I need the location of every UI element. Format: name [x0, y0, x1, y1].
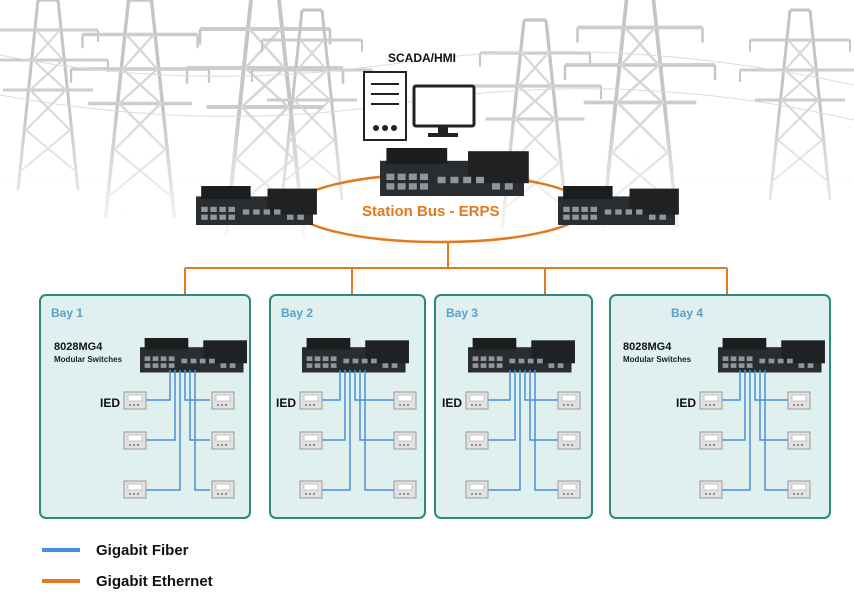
scada-hmi-label: SCADA/HMI	[388, 51, 456, 65]
bay-1-model-sub: Modular Switches	[54, 355, 123, 364]
fiber-links-bay-3	[488, 370, 558, 491]
server-icon	[363, 71, 407, 141]
bay-4-model-sub: Modular Switches	[623, 355, 692, 364]
bay-1-model: 8028MG4	[54, 341, 103, 353]
fiber-links-bay-2	[322, 370, 394, 491]
bay-3-ied-label: IED	[442, 396, 463, 410]
legend-ethernet-label: Gigabit Ethernet	[96, 573, 213, 590]
bay-4-title: Bay 4	[671, 306, 704, 320]
bay-1-ied-label: IED	[100, 396, 121, 410]
legend-fiber-label: Gigabit Fiber	[96, 542, 189, 559]
bay-3-title: Bay 3	[446, 306, 479, 320]
fiber-links-bay-1	[146, 370, 210, 491]
station-bus-label: Station Bus - ERPS	[362, 203, 500, 220]
bay-2-ied-label: IED	[276, 396, 297, 410]
bay-2-title: Bay 2	[281, 306, 314, 320]
fiber-links-bay-4	[722, 370, 788, 491]
bay-4-ied-label: IED	[676, 396, 697, 410]
ied-device-icon	[123, 391, 811, 499]
bay-4-model: 8028MG4	[623, 341, 672, 353]
ethernet-backbone	[184, 242, 728, 295]
monitor-icon	[412, 84, 476, 137]
bay-1-title: Bay 1	[51, 306, 84, 320]
